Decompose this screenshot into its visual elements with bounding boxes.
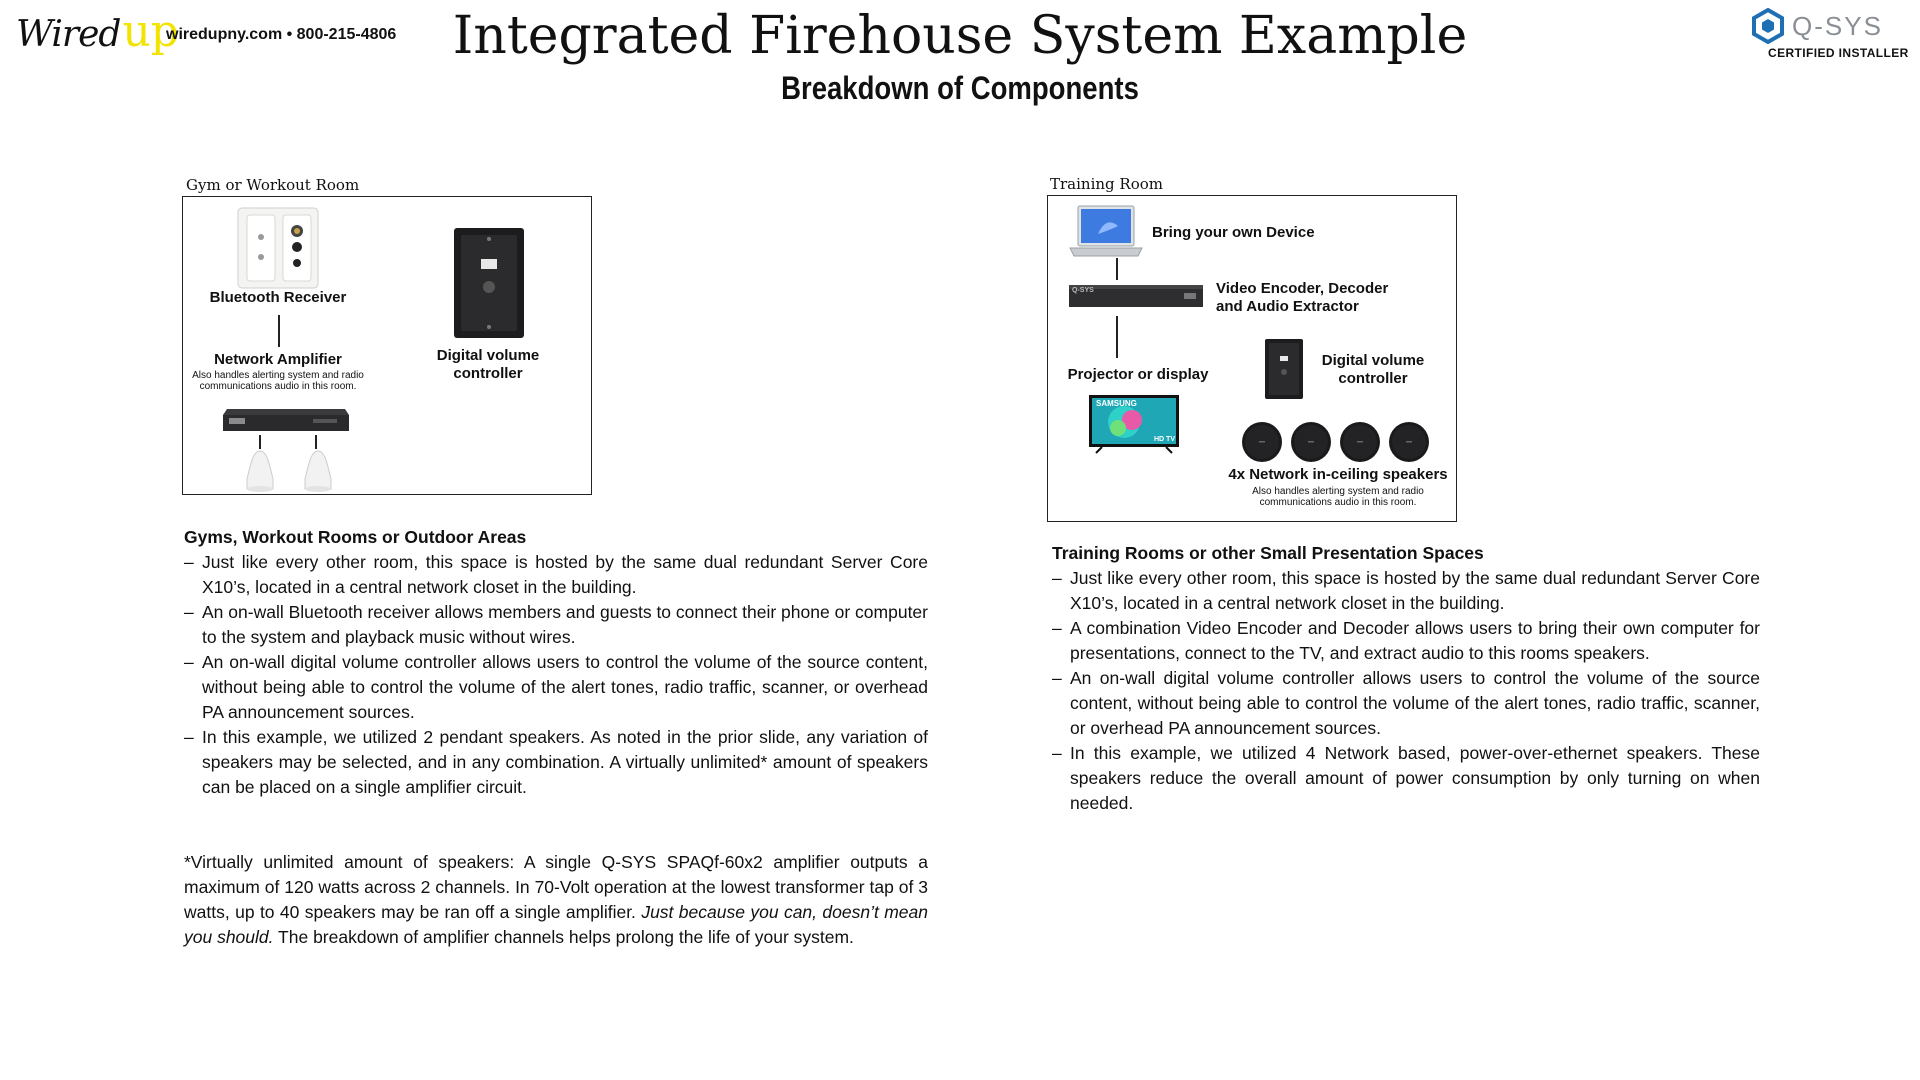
training-diagram-caption: Training Room — [1050, 175, 1163, 193]
speaker-cable — [315, 435, 317, 449]
pendant-speaker-icon — [304, 450, 332, 492]
tv-badge-text: HD TV — [1154, 436, 1175, 443]
training-diagram: Bring your own Device Q-SYS Video Encode… — [1047, 195, 1457, 522]
footnote-part1: *Virtually unlimited amount of speakers:… — [184, 852, 928, 922]
certified-installer-badge: CERTIFIED INSTALLER — [1768, 46, 1909, 60]
gym-bullet-list: Just like every other room, this space i… — [184, 550, 928, 800]
projector-label: Projector or display — [1067, 366, 1209, 383]
encoder-label-line2: and Audio Extractor — [1216, 298, 1359, 315]
gym-diagram-caption: Gym or Workout Room — [186, 176, 360, 194]
ceiling-speakers-label: 4x Network in-ceiling speakers — [1228, 466, 1448, 483]
list-item: A combination Video Encoder and Decoder … — [1052, 616, 1760, 666]
logo-wired-text: Wired — [16, 14, 121, 55]
connector-line — [1116, 316, 1118, 358]
logo-up-text: up — [122, 6, 179, 57]
network-amplifier-label: Network Amplifier — [214, 351, 342, 368]
gym-diagram: Bluetooth Receiver Network Amplifier Als… — [182, 196, 592, 495]
tv-display-image — [1089, 395, 1179, 454]
list-item: An on-wall digital volume controller all… — [1052, 666, 1760, 741]
list-item: Just like every other room, this space i… — [1052, 566, 1760, 616]
pendant-speaker-icon — [246, 450, 274, 492]
contact-info: wiredupny.com • 800-215-4806 — [166, 26, 397, 43]
speakers-note-line2: communications audio in this room. — [1259, 497, 1417, 508]
training-volume-label-line2: controller — [1338, 370, 1408, 387]
speaker-cable — [259, 435, 261, 449]
qsys-certified-logo: Q-SYS CERTIFIED INSTALLER — [1752, 8, 1912, 64]
page-subtitle: Breakdown of Components — [781, 70, 1139, 106]
video-encoder-image — [1069, 285, 1203, 307]
training-section: Training Rooms or other Small Presentati… — [1052, 541, 1760, 816]
laptop-icon — [1069, 205, 1143, 257]
gym-section-heading: Gyms, Workout Rooms or Outdoor Areas — [184, 527, 527, 547]
footnote-part2: The breakdown of amplifier channels help… — [273, 927, 854, 947]
list-item: An on-wall digital volume controller all… — [184, 650, 928, 725]
digital-volume-controller-image — [454, 228, 524, 338]
gym-section: Gyms, Workout Rooms or Outdoor Areas Jus… — [184, 525, 928, 800]
digital-volume-controller-image — [1265, 339, 1303, 399]
tv-brand-text: SAMSUNG — [1096, 399, 1137, 408]
bluetooth-receiver-image — [237, 207, 319, 289]
list-item: Just like every other room, this space i… — [184, 550, 928, 600]
page-title: Integrated Firehouse System Example — [452, 6, 1468, 66]
amplifier-note-line1: Also handles alerting system and radio — [192, 370, 364, 381]
training-section-heading: Training Rooms or other Small Presentati… — [1052, 543, 1484, 563]
gym-volume-label-line1: Digital volume — [436, 347, 540, 364]
gym-volume-label-line2: controller — [453, 365, 523, 382]
encoder-brand: Q-SYS — [1072, 287, 1094, 294]
qsys-hex-icon — [1752, 8, 1784, 44]
footnote-italic: Just because you can, doesn’t mean you s… — [184, 902, 928, 947]
connector-line — [278, 315, 280, 347]
byod-label: Bring your own Device — [1152, 224, 1315, 241]
list-item: In this example, we utilized 2 pendant s… — [184, 725, 928, 800]
list-item: In this example, we utilized 4 Network b… — [1052, 741, 1760, 816]
network-amplifier-image — [223, 409, 349, 431]
training-volume-label-line1: Digital volume — [1321, 352, 1425, 369]
bluetooth-receiver-label: Bluetooth Receiver — [209, 289, 347, 306]
qsys-wordmark: Q-SYS — [1792, 10, 1883, 41]
list-item: An on-wall Bluetooth receiver allows mem… — [184, 600, 928, 650]
training-bullet-list: Just like every other room, this space i… — [1052, 566, 1760, 816]
encoder-label-line1: Video Encoder, Decoder — [1216, 280, 1389, 297]
ceiling-speakers-image — [1242, 422, 1429, 462]
speaker-footnote: *Virtually unlimited amount of speakers:… — [184, 850, 928, 950]
speakers-note-line1: Also handles alerting system and radio — [1252, 486, 1424, 497]
amplifier-note-line2: communications audio in this room. — [199, 381, 357, 392]
connector-line — [1116, 258, 1118, 280]
